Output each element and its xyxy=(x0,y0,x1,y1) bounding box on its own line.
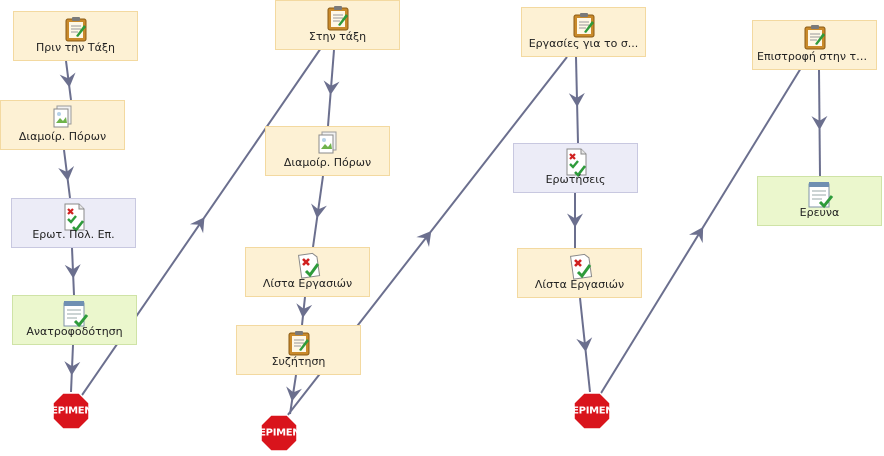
transition-arrow xyxy=(567,213,583,228)
transition-arrow xyxy=(416,230,432,247)
activity-questions[interactable]: Ερωτήσεις xyxy=(513,143,638,193)
activity-return-to-class[interactable]: Επιστροφή στην τά... xyxy=(752,20,877,70)
notepad-icon xyxy=(804,25,825,50)
stop-gate-3[interactable]: ΠΕΡΙΜΕΝΕ xyxy=(564,392,620,430)
activity-label: Ανατροφοδότηση xyxy=(26,325,123,338)
activity-task-list-2[interactable]: Λίστα Εργασιών xyxy=(517,248,642,298)
quiz-icon xyxy=(64,203,84,232)
stop-sign-icon xyxy=(260,414,298,452)
task-list-icon xyxy=(297,252,320,279)
transition-arrow xyxy=(59,72,76,88)
stop-gate-2[interactable]: ΠΕΡΙΜΕΝΕ xyxy=(251,414,307,452)
activity-label: Στην τάξη xyxy=(308,30,367,43)
stop-gate-1[interactable]: ΠΕΡΙΜΕΝΕ xyxy=(43,392,99,430)
stop-sign-icon xyxy=(52,392,90,430)
activity-discussion[interactable]: Συζήτηση xyxy=(236,325,361,375)
notepad-icon xyxy=(288,331,309,356)
activity-feedback[interactable]: Ανατροφοδότηση xyxy=(12,295,137,345)
transition-arrow xyxy=(576,337,593,352)
shared-resource-icon xyxy=(53,105,71,128)
notepad-icon xyxy=(573,13,594,38)
activity-label: Ερωτ. Πολ. Επ. xyxy=(32,228,115,241)
transition-arrow xyxy=(64,264,81,279)
activity-share-resources[interactable]: Διαμοίρ. Πόρων xyxy=(0,100,125,150)
transition-arrow xyxy=(58,166,75,181)
transition-arrow xyxy=(64,361,81,376)
transition-arrow xyxy=(311,203,327,219)
activity-survey[interactable]: Ερευνα xyxy=(757,176,882,226)
transition-arrow xyxy=(296,303,313,318)
activity-in-class[interactable]: Στην τάξη xyxy=(275,0,400,50)
activity-task-list[interactable]: Λίστα Εργασιών xyxy=(245,247,370,297)
activity-label: Ερευνα xyxy=(799,206,840,219)
activity-multiple-choice[interactable]: Ερωτ. Πολ. Επ. xyxy=(11,198,136,248)
transition-arrow xyxy=(286,386,302,402)
transition-arrow xyxy=(189,217,205,234)
activity-label: Λίστα Εργασιών xyxy=(262,277,353,290)
notepad-icon xyxy=(65,17,86,42)
activity-label: Επιστροφή στην τά... xyxy=(757,50,872,63)
activity-label: Πριν την Τάξη xyxy=(36,41,115,54)
transition-arrow xyxy=(811,115,828,130)
stop-gate-label: ΠΕΡΙΜΕΝΕ xyxy=(43,405,99,417)
survey-icon xyxy=(808,182,833,209)
stop-gate-label: ΠΕΡΙΜΕΝΕ xyxy=(564,405,620,417)
transition-arrow xyxy=(689,227,704,244)
survey-icon xyxy=(63,301,88,328)
activity-label: Διαμοίρ. Πόρων xyxy=(18,130,107,143)
activity-before-class[interactable]: Πριν την Τάξη xyxy=(13,11,138,61)
activity-label: Διαμοίρ. Πόρων xyxy=(283,156,372,169)
task-list-icon xyxy=(569,253,592,280)
shared-resource-icon xyxy=(318,131,336,154)
activity-share-resources-2[interactable]: Διαμοίρ. Πόρων xyxy=(265,126,390,176)
transition-arrow xyxy=(323,80,340,95)
stop-sign-icon xyxy=(573,392,611,430)
activity-homework[interactable]: Εργασίες για το σ... xyxy=(521,7,646,57)
activity-label: Λίστα Εργασιών xyxy=(534,278,625,291)
quiz-icon xyxy=(566,148,586,177)
notepad-icon xyxy=(327,6,348,31)
activity-label: Ερωτήσεις xyxy=(545,173,606,186)
transition-arrow xyxy=(568,92,585,107)
stop-gate-label: ΠΕΡΙΜΕΝΕ xyxy=(251,427,307,439)
activity-label: Εργασίες για το σ... xyxy=(528,37,639,50)
activity-label: Συζήτηση xyxy=(271,355,326,368)
